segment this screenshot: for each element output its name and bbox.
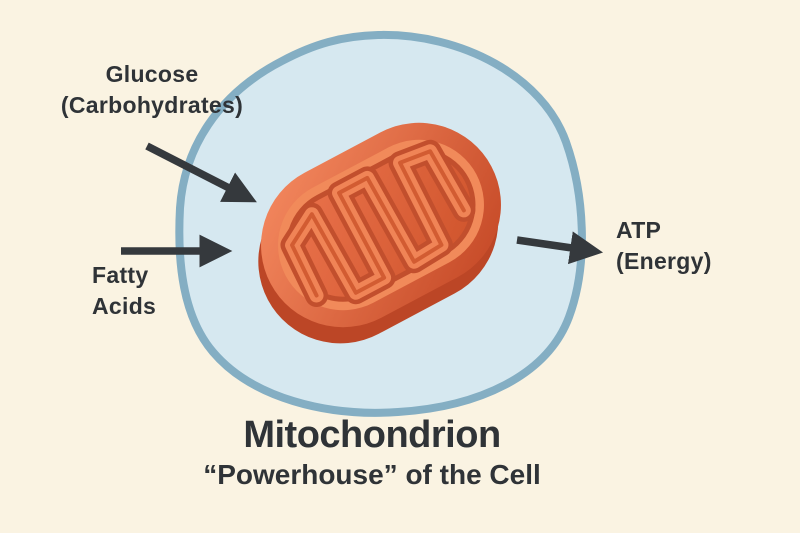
glucose-label-line2: (Carbohydrates) — [60, 92, 244, 118]
fatty-acids-label: Fatty Acids — [92, 260, 156, 322]
fatty-acids-label-line2: Acids — [92, 293, 157, 319]
mitochondrion-illustration — [258, 122, 501, 344]
diagram-title: Mitochondrion — [243, 414, 501, 456]
atp-label: ATP (Energy) — [616, 215, 712, 277]
cristae-folds — [280, 139, 476, 308]
glucose-label-line1: Glucose — [105, 61, 199, 87]
caption: Mitochondrion “Powerhouse” of the Cell — [122, 412, 622, 492]
atp-label-line2: (Energy) — [616, 248, 712, 274]
glucose-label: Glucose (Carbohydrates) — [40, 59, 264, 121]
cristae-inner-line-path — [290, 149, 466, 298]
atp-label-line1: ATP — [616, 217, 662, 243]
glucose-arrow-icon — [145, 142, 257, 203]
atp-arrow-icon — [516, 231, 604, 265]
diagram-subtitle: “Powerhouse” of the Cell — [203, 459, 541, 490]
fatty-acids-label-line1: Fatty — [92, 262, 149, 288]
